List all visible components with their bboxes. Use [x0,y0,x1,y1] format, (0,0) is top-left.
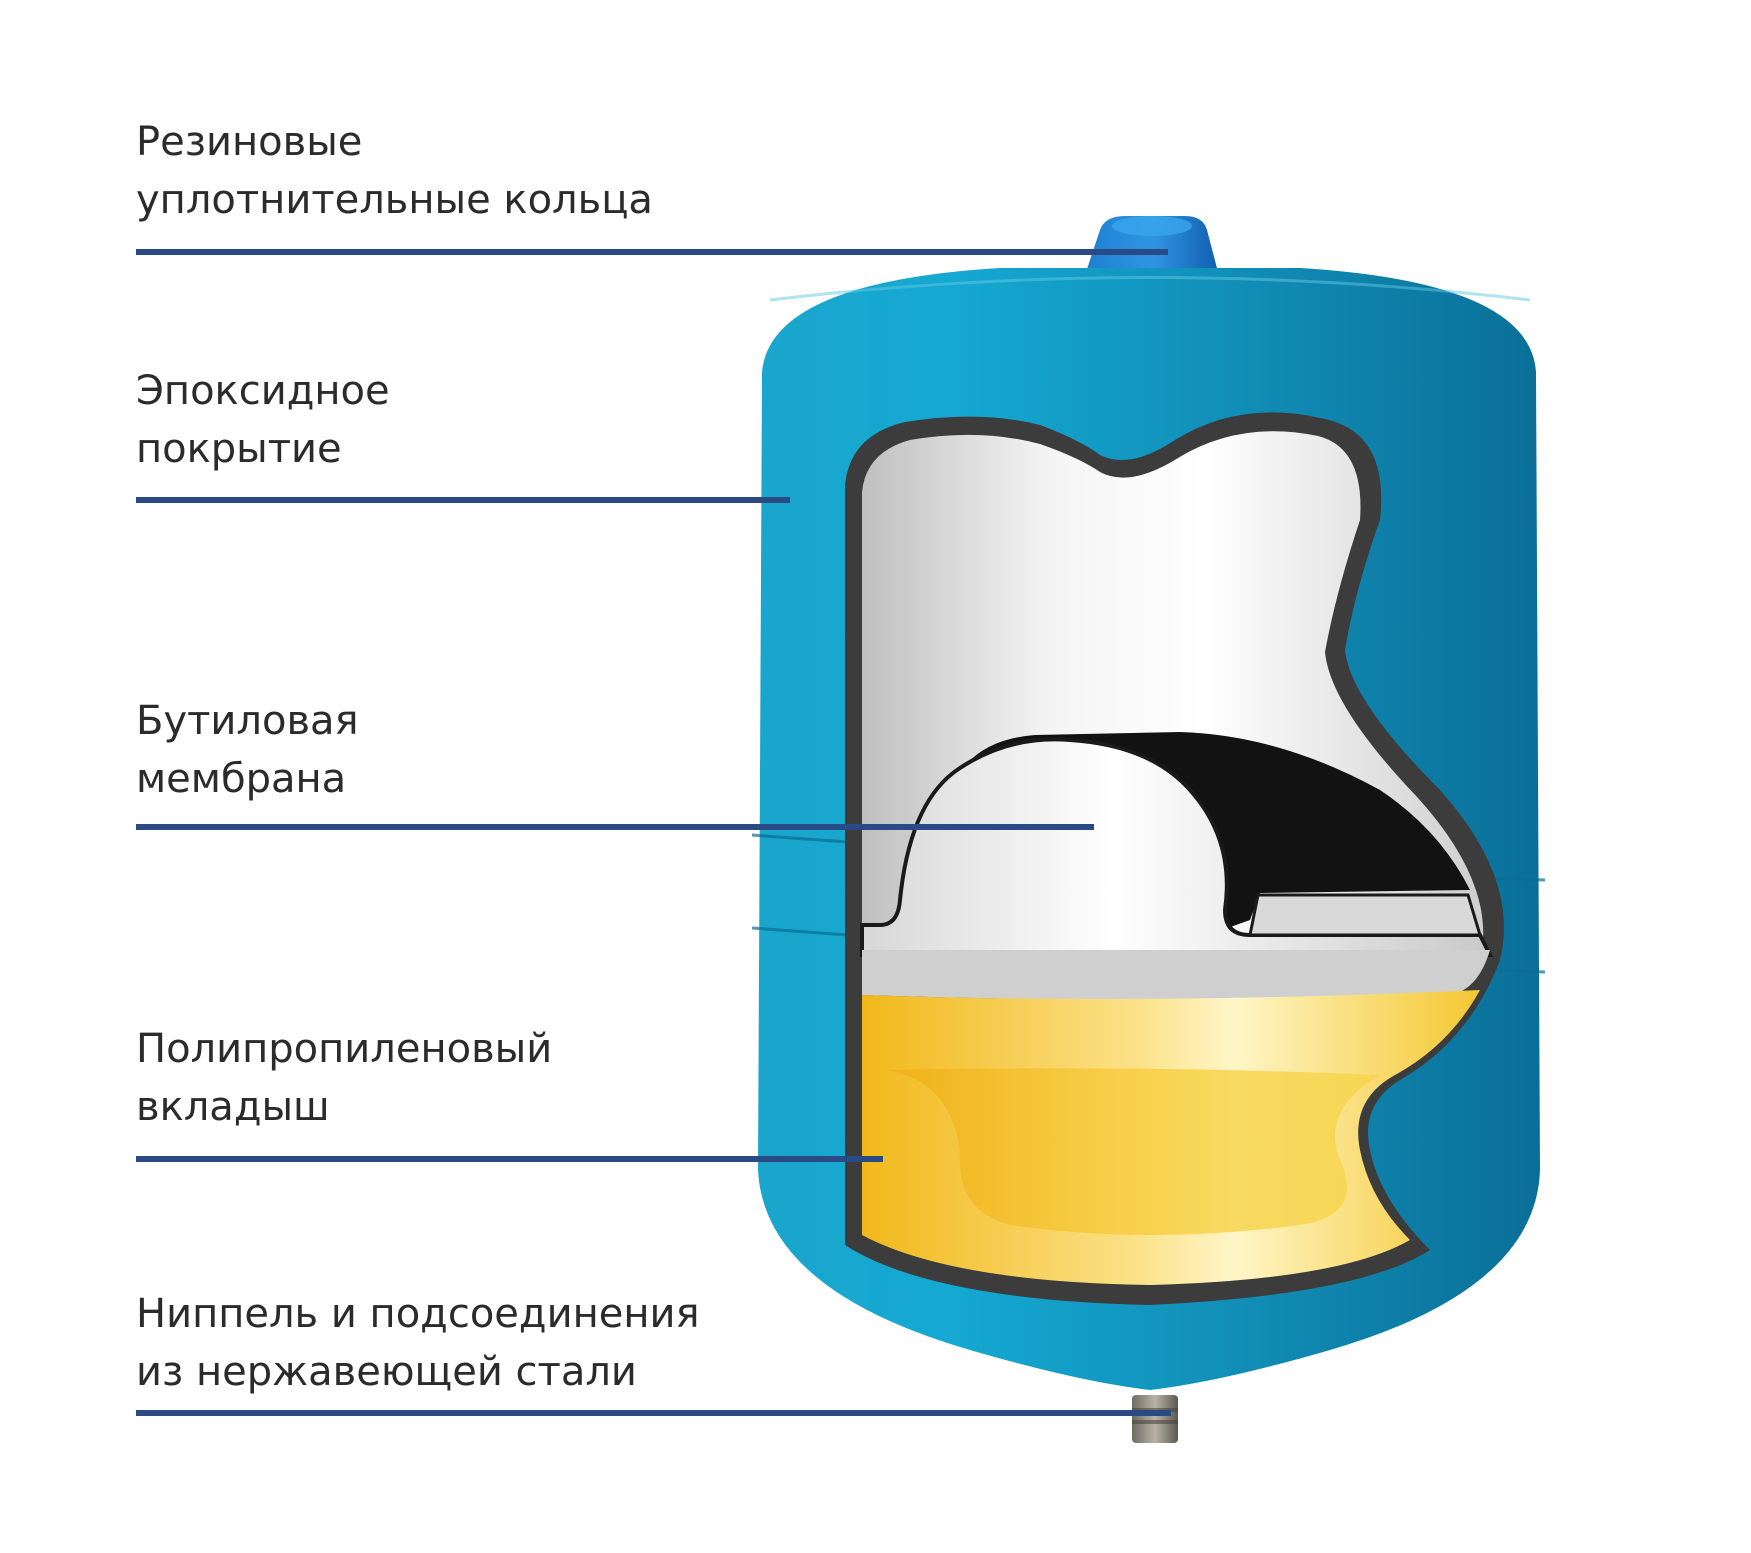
cutaway [845,412,1504,1305]
label-line: уплотнительные кольца [136,177,653,223]
nipple [1132,1395,1178,1443]
leader-line-polypropylene-liner [136,1156,883,1162]
label-line: Ниппель и подсоединения [136,1291,700,1337]
label-line: покрытие [136,426,342,472]
top-cap [1086,216,1218,272]
label-line: Бутиловая [136,698,359,744]
label-line: Полипропиленовый [136,1026,553,1072]
label-butyl-membrane: Бутиловая мембрана [136,692,359,808]
label-polypropylene-liner: Полипропиленовый вкладыш [136,1020,552,1136]
leader-line-butyl-membrane [136,824,1094,830]
label-line: мембрана [136,756,347,802]
label-rubber-seals: Резиновые уплотнительные кольца [136,113,653,229]
label-epoxy-coating: Эпоксидное покрытие [136,362,390,478]
label-line: из нержавеющей стали [136,1349,637,1395]
label-line: вкладыш [136,1084,330,1130]
label-line: Эпоксидное [136,368,390,414]
leader-line-rubber-seals [136,249,1168,255]
leader-line-epoxy-coating [136,497,790,503]
label-line: Резиновые [136,119,363,165]
leader-line-stainless-nipple [136,1410,1171,1416]
label-stainless-nipple: Ниппель и подсоединения из нержавеющей с… [136,1285,700,1401]
